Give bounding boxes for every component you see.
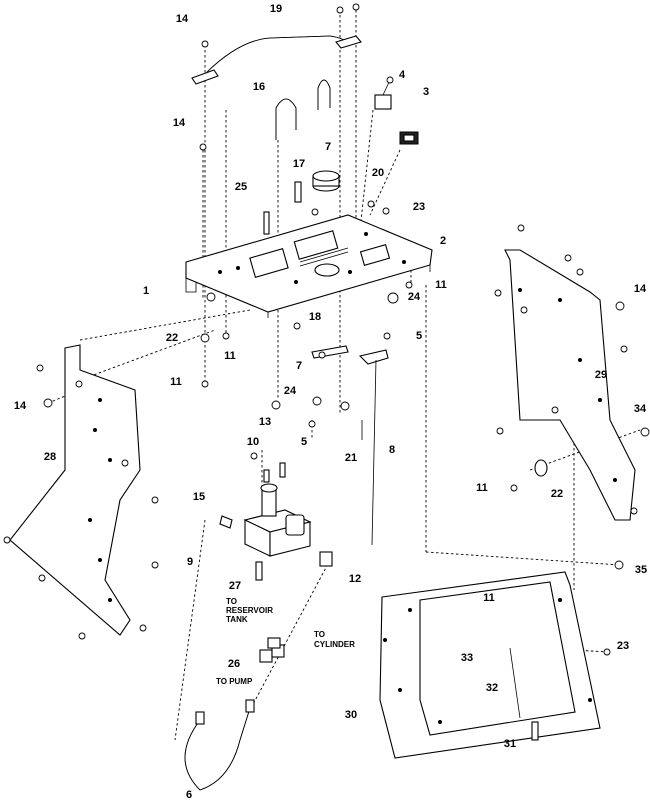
callout-5: 5 xyxy=(416,330,422,342)
callout-2: 2 xyxy=(440,235,446,247)
callout-15: 15 xyxy=(193,491,205,503)
callout-3: 3 xyxy=(423,86,429,98)
callout-22: 22 xyxy=(551,488,563,500)
callout-23: 23 xyxy=(617,640,629,652)
callout-34: 34 xyxy=(634,403,647,415)
side-panel-28 xyxy=(3,344,159,640)
callout-11: 11 xyxy=(483,592,495,604)
callout-24: 24 xyxy=(284,385,297,397)
valve-9 xyxy=(219,483,312,557)
reservoir-note-line3: TANK xyxy=(226,615,248,624)
cylinder-note-line2: CYLINDER xyxy=(314,640,355,649)
hose-6 xyxy=(184,699,255,791)
callout-12: 12 xyxy=(349,573,361,585)
pump-note: TO PUMP xyxy=(216,677,253,686)
callout-30: 30 xyxy=(345,709,357,721)
reservoir-note-line1: TO xyxy=(226,597,237,606)
callout-11: 11 xyxy=(170,376,182,388)
side-panel-29 xyxy=(494,224,638,521)
callout-19: 19 xyxy=(270,3,282,15)
callout-6: 6 xyxy=(186,789,192,801)
flow-notes: TO RESERVOIR TANK TO CYLINDER TO PUMP xyxy=(216,597,355,686)
callout-22: 22 xyxy=(166,332,178,344)
handle-19 xyxy=(191,35,362,85)
indicator-3 xyxy=(399,131,419,145)
callout-27: 27 xyxy=(229,580,241,592)
callout-11: 11 xyxy=(435,279,447,291)
callout-14: 14 xyxy=(176,13,189,25)
callout-16: 16 xyxy=(253,81,265,93)
fitting-12 xyxy=(319,551,333,567)
callout-7: 7 xyxy=(325,141,331,153)
callout-10: 10 xyxy=(247,436,259,448)
callout-29: 29 xyxy=(595,369,607,381)
callout-28: 28 xyxy=(44,451,56,463)
callout-7: 7 xyxy=(296,360,302,372)
callout-25: 25 xyxy=(235,181,247,193)
callout-21: 21 xyxy=(345,452,357,464)
callout-23: 23 xyxy=(413,201,425,213)
cylinder-note-line1: TO xyxy=(314,630,325,639)
callout-11: 11 xyxy=(476,482,488,494)
callout-14: 14 xyxy=(173,117,186,129)
callout-4: 4 xyxy=(399,69,406,81)
callout-8: 8 xyxy=(389,444,395,456)
callout-33: 33 xyxy=(461,652,473,664)
lever-8 xyxy=(358,349,389,546)
callout-31: 31 xyxy=(504,738,516,750)
callout-20: 20 xyxy=(372,167,384,179)
callout-9: 9 xyxy=(187,556,193,568)
callout-1: 1 xyxy=(143,285,149,297)
callout-14: 14 xyxy=(14,400,27,412)
callout-11: 11 xyxy=(224,350,236,362)
fitting-27 xyxy=(255,561,263,581)
callout-13: 13 xyxy=(259,416,271,428)
mounting-plate-1 xyxy=(185,214,433,318)
callout-17: 17 xyxy=(293,158,305,170)
callout-26: 26 xyxy=(228,658,240,670)
callout-35: 35 xyxy=(635,564,647,576)
floor-plate-30 xyxy=(379,571,601,759)
callout-18: 18 xyxy=(309,311,321,323)
knob-7 xyxy=(312,170,340,192)
u-bolt-16 xyxy=(275,79,331,140)
callout-32: 32 xyxy=(486,682,498,694)
callout-14: 14 xyxy=(634,283,647,295)
callout-5: 5 xyxy=(301,436,307,448)
switch-4 xyxy=(374,76,394,110)
fittings-26 xyxy=(259,637,285,663)
callout-24: 24 xyxy=(408,291,421,303)
reservoir-note-line2: RESERVOIR xyxy=(226,606,273,615)
link-7 xyxy=(311,345,349,359)
